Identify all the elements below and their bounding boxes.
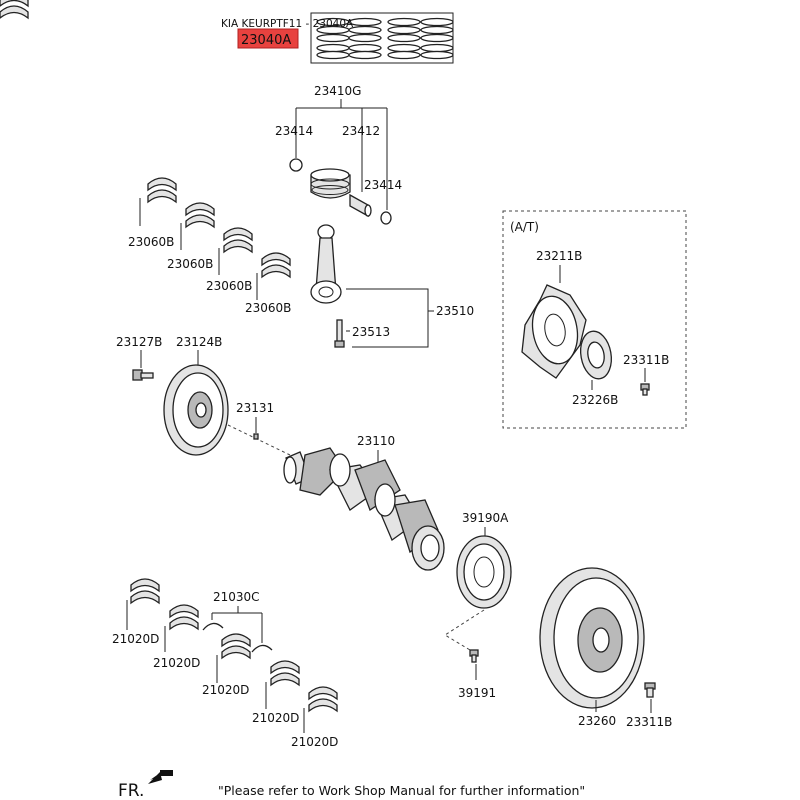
rod-bolt[interactable] xyxy=(334,319,345,348)
highlight-box[interactable] xyxy=(237,28,299,49)
adapter-plate[interactable] xyxy=(577,329,615,381)
piston-pin[interactable] xyxy=(349,193,372,218)
label-damper-pulley[interactable]: 23124B xyxy=(176,335,222,349)
label-main-bearing-3[interactable]: 21020D xyxy=(202,683,249,697)
label-connecting-rod[interactable]: 23510 xyxy=(436,304,474,318)
leader-rod-bearings xyxy=(139,198,258,300)
rod-bearing-1[interactable] xyxy=(147,177,177,203)
drive-plate-bolt[interactable] xyxy=(640,383,650,396)
leader-piston-assy xyxy=(295,99,388,210)
label-rod-bearing-4[interactable]: 23060B xyxy=(245,301,291,315)
main-bearing-2[interactable] xyxy=(169,604,199,630)
label-tone-wheel[interactable]: 39190A xyxy=(462,511,509,525)
snap-ring-left[interactable] xyxy=(289,158,303,172)
label-woodruff-key[interactable]: 23131 xyxy=(236,401,274,415)
main-bearing-3[interactable] xyxy=(221,633,251,659)
label-piston-ring-set[interactable]: 23040A xyxy=(241,33,291,48)
at-group-box xyxy=(502,210,687,429)
label-crankshaft[interactable]: 23110 xyxy=(357,434,395,448)
connecting-rod[interactable] xyxy=(310,224,342,304)
label-snap-ring-left[interactable]: 23414 xyxy=(275,124,313,138)
footer-note: "Please refer to Work Shop Manual for fu… xyxy=(218,783,585,798)
label-rod-bearing-3[interactable]: 23060B xyxy=(206,279,252,293)
woodruff-key[interactable] xyxy=(253,433,259,440)
label-adapter-plate[interactable]: 23226B xyxy=(572,393,618,407)
front-marker: FR. xyxy=(118,781,144,800)
label-drive-plate-bolt[interactable]: 23311B xyxy=(623,353,669,367)
label-piston-assy[interactable]: 23410G xyxy=(314,84,361,98)
piston-ring-set[interactable] xyxy=(310,12,454,64)
damper-pulley[interactable] xyxy=(163,364,229,456)
main-bearing-5[interactable] xyxy=(308,686,338,712)
crankshaft[interactable] xyxy=(283,447,445,571)
label-pulley-bolt[interactable]: 23127B xyxy=(116,335,162,349)
label-rod-bearing-1[interactable]: 23060B xyxy=(128,235,174,249)
label-main-bearing-2[interactable]: 21020D xyxy=(153,656,200,670)
label-thrust-washer[interactable]: 21030C xyxy=(213,590,260,604)
piston[interactable] xyxy=(310,168,351,199)
label-piston-pin[interactable]: 23412 xyxy=(342,124,380,138)
model-reference: KIA KEURPTF11 - 23040A xyxy=(221,18,354,30)
drive-plate[interactable] xyxy=(521,284,587,379)
thrust-washers[interactable] xyxy=(202,622,273,653)
rod-bearing-4[interactable] xyxy=(261,252,291,278)
label-main-bearing-5[interactable]: 21020D xyxy=(291,735,338,749)
label-drive-plate[interactable]: 23211B xyxy=(536,249,582,263)
tone-wheel[interactable] xyxy=(456,535,512,609)
flywheel[interactable] xyxy=(539,567,645,709)
label-tone-wheel-bolt[interactable]: 39191 xyxy=(458,686,496,700)
label-flywheel-bolt[interactable]: 23311B xyxy=(626,715,672,729)
label-main-bearing-1[interactable]: 21020D xyxy=(112,632,159,646)
label-rod-bearing-2[interactable]: 23060B xyxy=(167,257,213,271)
leader-connecting-rod xyxy=(346,288,434,348)
tone-wheel-bolt[interactable] xyxy=(469,649,479,663)
label-main-bearing-4[interactable]: 21020D xyxy=(252,711,299,725)
label-flywheel[interactable]: 23260 xyxy=(578,714,616,728)
pulley-bolt[interactable] xyxy=(132,369,154,381)
main-bearing-4[interactable] xyxy=(270,660,300,686)
main-bearing-1[interactable] xyxy=(130,578,160,604)
label-snap-ring-right[interactable]: 23414 xyxy=(364,178,402,192)
snap-ring-right[interactable] xyxy=(380,211,392,225)
label-rod-bolt[interactable]: 23513 xyxy=(352,325,390,339)
rod-bearing-3[interactable] xyxy=(223,227,253,253)
front-arrow-icon xyxy=(148,770,173,784)
label-at-group[interactable]: (A/T) xyxy=(510,220,539,234)
flywheel-bolt[interactable] xyxy=(644,682,656,698)
rod-bearing-2[interactable] xyxy=(185,202,215,228)
